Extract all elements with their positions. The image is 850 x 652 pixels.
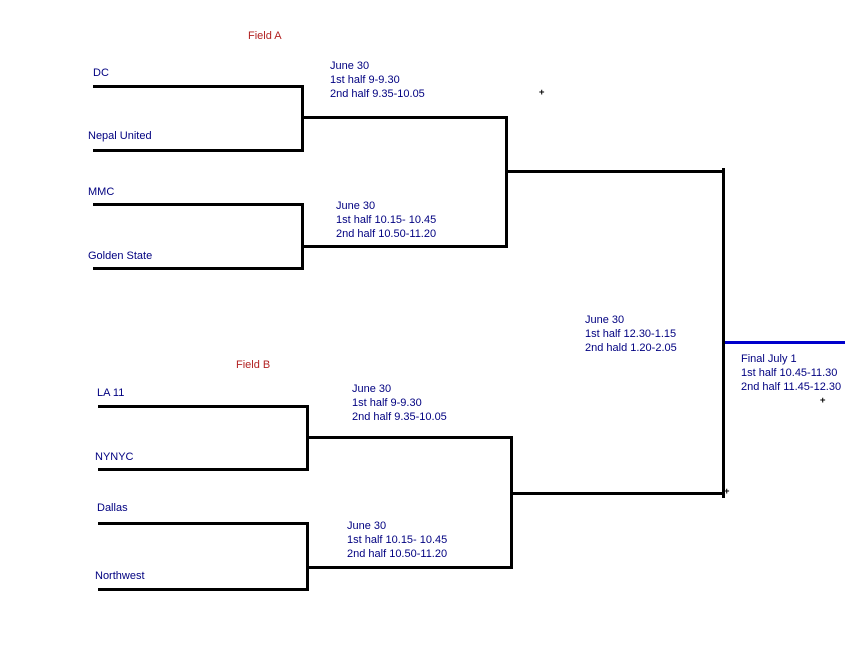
schedule-field-a-game1: June 30 1st half 9-9.30 2nd half 9.35-10… xyxy=(330,59,425,101)
team-label-la-11: LA 11 xyxy=(97,387,125,399)
bracket-line-mmc xyxy=(93,203,304,206)
schedule-line: June 30 xyxy=(352,383,392,395)
bracket-winner-line-field-b-game2 xyxy=(306,566,513,569)
schedule-line: Final July 1 xyxy=(741,353,797,365)
schedule-line: June 30 xyxy=(330,60,370,72)
schedule-field-b-game2: June 30 1st half 10.15- 10.45 2nd half 1… xyxy=(347,519,447,561)
schedule-line: 2nd half 11.45-12.30 xyxy=(741,381,842,393)
schedule-line: June 30 xyxy=(336,200,376,212)
bracket-line-dc xyxy=(93,85,304,88)
team-label-mmc: MMC xyxy=(88,186,115,198)
schedule-line: 1st half 9-9.30 xyxy=(352,397,422,409)
team-label-nepal-united: Nepal United xyxy=(88,130,152,142)
schedule-field-b-game1: June 30 1st half 9-9.30 2nd half 9.35-10… xyxy=(352,382,447,424)
anchor-cross-icon: + xyxy=(724,487,730,497)
bracket-line-nynyc xyxy=(98,468,309,471)
schedule-line: 1st half 10.15- 10.45 xyxy=(336,214,437,226)
anchor-cross-icon: + xyxy=(539,88,545,98)
team-label-golden-state: Golden State xyxy=(88,250,153,262)
bracket-winner-line-field-a-game2 xyxy=(301,245,508,248)
bracket-line-golden-state xyxy=(93,267,304,270)
schedule-line: 1st half 9-9.30 xyxy=(330,74,400,86)
bracket-joiner-field-b-game2 xyxy=(306,522,309,591)
schedule-semifinal: June 30 1st half 12.30-1.15 2nd hald 1.2… xyxy=(585,313,677,355)
field-b-label: Field B xyxy=(236,359,271,371)
team-label-dallas: Dallas xyxy=(97,502,128,514)
field-a-label: Field A xyxy=(248,30,282,42)
schedule-line: 2nd half 10.50-11.20 xyxy=(336,228,437,240)
bracket-line-northwest xyxy=(98,588,309,591)
schedule-line: June 30 xyxy=(347,520,387,532)
schedule-line: June 30 xyxy=(585,314,625,326)
bracket-winner-line-field-a-game1 xyxy=(301,116,508,119)
bracket-joiner-semifinal-b xyxy=(510,436,513,569)
schedule-field-a-game2: June 30 1st half 10.15- 10.45 2nd half 1… xyxy=(336,199,436,241)
bracket-winner-line-semifinal-a xyxy=(505,170,725,173)
team-label-dc: DC xyxy=(93,67,109,79)
bracket-line-dallas xyxy=(98,522,309,525)
schedule-line: 2nd hald 1.20-2.05 xyxy=(585,342,677,354)
schedule-line: 1st half 10.45-11.30 xyxy=(741,367,838,379)
bracket-winner-line-field-b-game1 xyxy=(306,436,513,439)
schedule-line: 2nd half 9.35-10.05 xyxy=(330,88,425,100)
bracket-line-nepal-united xyxy=(93,149,304,152)
bracket-line-la-11 xyxy=(98,405,309,408)
schedule-line: 1st half 12.30-1.15 xyxy=(585,328,677,340)
bracket-joiner-semifinal-a xyxy=(505,116,508,248)
anchor-cross-icon: + xyxy=(820,396,826,406)
schedule-line: 2nd half 10.50-11.20 xyxy=(347,548,448,560)
bracket-joiner-final xyxy=(722,168,725,498)
schedule-line: 2nd half 9.35-10.05 xyxy=(352,411,447,423)
final-winner-line xyxy=(725,341,845,344)
bracket-joiner-field-a-game2 xyxy=(301,203,304,270)
bracket-winner-line-semifinal-b xyxy=(510,492,725,495)
schedule-line: 1st half 10.15- 10.45 xyxy=(347,534,448,546)
team-label-nynyc: NYNYC xyxy=(95,451,134,463)
schedule-final: Final July 1 1st half 10.45-11.30 2nd ha… xyxy=(741,352,841,394)
team-label-northwest: Northwest xyxy=(95,570,145,582)
